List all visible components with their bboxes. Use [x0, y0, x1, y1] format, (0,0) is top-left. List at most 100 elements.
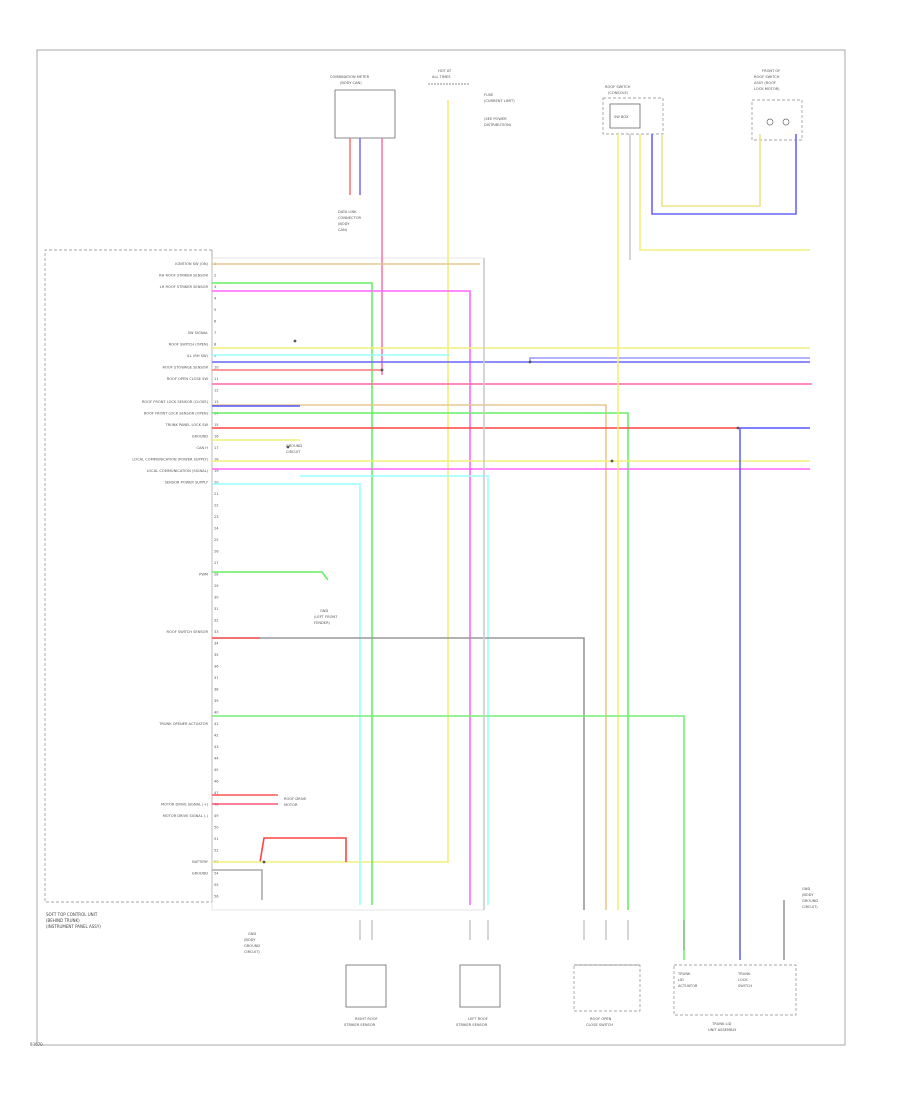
- roof-lock-motor: FRONT OF ROOF SWITCH ASSY (ROOF LOCK MOT…: [751, 69, 803, 141]
- svg-text:CONNECTOR: CONNECTOR: [338, 216, 362, 220]
- svg-text:DISTRIBUTION): DISTRIBUTION): [484, 123, 512, 127]
- ecu-label-3: (INSTRUMENT PANEL ASSY): [46, 924, 101, 929]
- ecu-pin-number: 11: [214, 377, 219, 381]
- ground-top-right: GND (BODY GROUND CIRCUIT): [802, 887, 818, 909]
- svg-text:LID: LID: [678, 978, 684, 982]
- ecu-pin-label: LH ROOF STRIKER SENSOR: [160, 285, 209, 289]
- ecu-pin-number: 6: [214, 320, 217, 324]
- svg-text:GROUND: GROUND: [286, 444, 302, 448]
- wire-battery-red: [259, 837, 347, 863]
- ecu-pin-label: TRUNK OPENER ACTUATOR: [158, 722, 208, 726]
- ecu-pin-number: 34: [214, 642, 219, 646]
- ecu-pin-label: LOCAL COMMUNICATION (POWER SUPPLY): [132, 458, 208, 462]
- roof-ground-label: GND (LEFT FRONT FENDER): [314, 609, 338, 625]
- ecu-pin-number: 46: [214, 780, 219, 784]
- ecu-label-2: (BEHIND TRUNK): [46, 918, 80, 923]
- svg-text:GROUND: GROUND: [244, 944, 260, 948]
- splice-points: [262, 339, 740, 864]
- left-roof-striker-sensor: LEFT ROOF STRIKER SENSOR: [456, 964, 501, 1027]
- ecu-pin-number: 30: [214, 596, 219, 600]
- ecu-pin-number: 16: [214, 435, 219, 439]
- data-link-connector-label: DATA LINK CONNECTOR (BODY CAN): [338, 210, 362, 232]
- wire-rs-blue: [651, 134, 797, 215]
- ecu-pin-number: 36: [214, 665, 219, 669]
- svg-text:LOCK: LOCK: [738, 978, 748, 982]
- svg-text:HOT AT: HOT AT: [438, 69, 452, 73]
- ecu-label-1: SOFT TOP CONTROL UNIT: [46, 912, 98, 917]
- wire-rh-striker-green: [212, 282, 373, 905]
- wire-sensor-power-cyan-2: [300, 475, 489, 905]
- wire-pwm-green: [212, 571, 329, 581]
- svg-text:ROOF SWITCH: ROOF SWITCH: [754, 75, 780, 79]
- ecu-boundary: [44, 249, 212, 903]
- ecu-pin-number: 26: [214, 550, 219, 554]
- svg-text:GND: GND: [802, 887, 810, 891]
- svg-text:ROOF DRIVE: ROOF DRIVE: [284, 797, 307, 801]
- ecu-pin-number: 56: [214, 895, 219, 899]
- svg-text:GND: GND: [320, 609, 328, 613]
- svg-text:STRIKER SENSOR: STRIKER SENSOR: [456, 1023, 488, 1027]
- ecu-pin-number: 49: [214, 814, 219, 818]
- trunk-lid-unit: TRUNK LID ACTUATOR TRUNK LOCK SWITCH TRU…: [673, 964, 797, 1032]
- ecu-pin-number: 2: [214, 274, 216, 278]
- ecu-pin-labels: IGNITION SW (ON) RH ROOF STRIKER SENSOR LH…: [132, 262, 208, 876]
- ecu-pin-number: 50: [214, 826, 219, 830]
- svg-text:CLOSE SWITCH: CLOSE SWITCH: [586, 1023, 613, 1027]
- motor-note-label: ROOF DRIVE MOTOR: [284, 797, 307, 807]
- svg-text:FENDER): FENDER): [314, 621, 331, 625]
- ecu-pin-label: TRUNK PANEL LOCK SW: [164, 423, 208, 427]
- ecu-pin-number: 47: [214, 791, 219, 795]
- ecu-pin-number: 51: [214, 837, 219, 841]
- ecu-pin-label: IGNITION SW (ON): [175, 262, 208, 266]
- svg-text:COMBINATION METER: COMBINATION METER: [330, 75, 370, 79]
- svg-text:LOCK MOTOR): LOCK MOTOR): [754, 87, 780, 91]
- ecu-pin-label: ROOF STOWAGE SENSOR: [163, 366, 209, 370]
- ecu-pin-label: LOCAL COMMUNICATION (SIGNAL): [147, 469, 209, 473]
- ecu-pin-number: 13: [214, 400, 219, 404]
- ecu-pin-label: SENSOR POWER SUPPLY: [165, 481, 209, 485]
- connector-pins: [359, 920, 741, 950]
- svg-text:FRONT OF: FRONT OF: [762, 69, 780, 73]
- wire-sensor-power-cyan: [212, 483, 361, 905]
- ecu-pin-label: SW SIGNAL: [188, 331, 208, 335]
- ecu-pin-label: RH ROOF STRIKER SENSOR: [159, 274, 208, 278]
- svg-text:SWITCH: SWITCH: [738, 984, 752, 988]
- svg-text:(BODY: (BODY: [244, 938, 256, 942]
- right-roof-striker-sensor: RIGHT ROOF STRIKER SENSOR: [344, 964, 387, 1027]
- ecu-pin-number: 52: [214, 849, 219, 853]
- roof-switch: ROOF SWITCH (CONSOLE) SW BOX: [602, 85, 664, 135]
- fuse-hot-at-all-times: HOT AT ALL TIMES FUSE (CURRENT LIMIT) (S…: [428, 69, 515, 127]
- ecu-pin-numbers: 1234567891011121314151617181920212223242…: [214, 262, 219, 899]
- ecu-pin-number: 7: [214, 331, 216, 335]
- svg-text:ROOF OPEN: ROOF OPEN: [590, 1017, 612, 1021]
- ecu-pin-label: GROUND: [192, 872, 208, 876]
- ecu-pin-label: GROUND: [192, 435, 208, 439]
- ecu-pin-number: 20: [214, 481, 219, 485]
- svg-text:MOTOR: MOTOR: [284, 803, 298, 807]
- wire-front-lock-close-tan: [212, 404, 607, 910]
- ecu-pin-label: ROOF FRONT LOCK SENSOR (OPEN): [144, 412, 209, 416]
- svg-text:RIGHT ROOF: RIGHT ROOF: [355, 1017, 378, 1021]
- ecu-pin-number: 25: [214, 538, 219, 542]
- ecu-pin-number: 19: [214, 469, 219, 473]
- ecu-pin-number: 43: [214, 745, 219, 749]
- wire-roof-sensor-gray: [212, 637, 585, 910]
- ecu-pin-number: 31: [214, 607, 219, 611]
- ecu-ground-note: GROUND CIRCUIT: [286, 444, 302, 454]
- svg-text:GND: GND: [248, 932, 256, 936]
- ecu-pin-number: 4: [214, 297, 217, 301]
- svg-text:SW BOX: SW BOX: [614, 115, 629, 119]
- wire-rs-yellow-2: [639, 134, 810, 251]
- wire-rs-yellow-3: [661, 134, 761, 207]
- ecu-pin-number: 38: [214, 688, 219, 692]
- ecu-pin-number: 27: [214, 561, 219, 565]
- svg-text:(SEE POWER: (SEE POWER: [484, 117, 507, 121]
- svg-text:CAN): CAN): [338, 228, 348, 232]
- wire-front-lock-open-green: [212, 412, 629, 910]
- ecu-pin-number: 42: [214, 734, 219, 738]
- ecu-pin-label: ROOF OPEN CLOSE SW: [167, 377, 209, 381]
- svg-text:LEFT ROOF: LEFT ROOF: [468, 1017, 488, 1021]
- ecu-pin-number: 37: [214, 676, 219, 680]
- ecu-pin-number: 55: [214, 883, 219, 887]
